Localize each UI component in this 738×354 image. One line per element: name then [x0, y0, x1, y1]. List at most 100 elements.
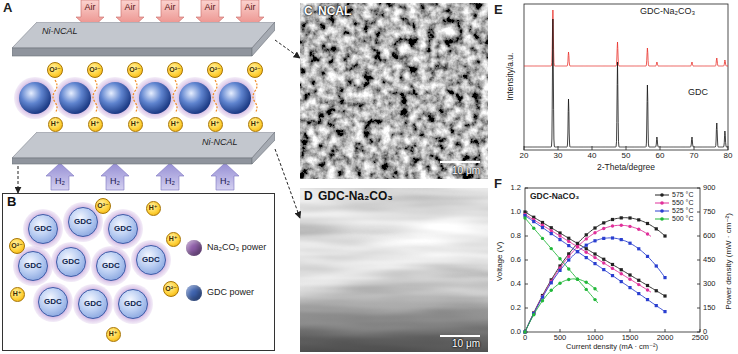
- curve-marker: [532, 220, 535, 223]
- curve-marker: [550, 232, 553, 235]
- axis-tick: [558, 146, 559, 150]
- curve-marker: [637, 218, 640, 221]
- curve-marker: [558, 257, 561, 260]
- axis-tick: [697, 332, 700, 333]
- axis-tick: [525, 188, 528, 189]
- curve-marker: [646, 255, 649, 258]
- tick-label: 30: [554, 152, 563, 161]
- curve-marker: [585, 244, 588, 247]
- node-label: GDC: [124, 300, 142, 309]
- curve-marker: [663, 294, 666, 297]
- ion-dot: O²⁻: [95, 198, 111, 214]
- axis-title: Voltage (V): [497, 241, 506, 281]
- gas-label: H₂: [220, 177, 230, 187]
- axis-tick: [697, 284, 700, 285]
- gas-label: Air: [245, 3, 256, 13]
- tick-label: 750: [703, 208, 716, 216]
- axis-ticks: [525, 188, 700, 332]
- node-label: H⁺: [169, 235, 178, 243]
- curve-marker: [611, 274, 614, 277]
- curve-marker: [663, 276, 666, 279]
- curve-marker: [602, 237, 605, 240]
- gdc-particle: GDC: [56, 247, 86, 277]
- curve-marker: [593, 231, 596, 234]
- ion-dot: O²⁻: [167, 62, 183, 78]
- curve-marker: [611, 236, 614, 239]
- tick-label: 2000: [657, 334, 674, 342]
- sem-panel: CNCAL10 μm: [300, 3, 488, 179]
- axis-tick: [595, 329, 596, 332]
- gas-label: H₂: [55, 177, 65, 187]
- curve-marker: [567, 244, 570, 247]
- curve-marker: [620, 224, 623, 227]
- axis-title: Intensity/a.u.: [506, 53, 515, 101]
- gas-label: H₂: [165, 177, 175, 187]
- electrode-layer: Ni-NCAL: [12, 132, 275, 166]
- curve-marker: [620, 268, 623, 271]
- voltage-curve: [525, 212, 665, 296]
- layer-top: [12, 22, 275, 48]
- curve-marker: [620, 238, 623, 241]
- ion-dot: H⁺: [168, 117, 183, 132]
- curve-marker: [558, 234, 561, 237]
- node-label: GDC-Na₂CO₃: [318, 190, 393, 203]
- axis-tick: [697, 308, 700, 309]
- curve-marker: [550, 229, 553, 232]
- curve-marker: [576, 250, 579, 253]
- node-label: 10 μm: [452, 165, 480, 176]
- node-label: GDC: [44, 298, 62, 307]
- dashed-connector: [275, 149, 300, 218]
- curve-marker: [541, 237, 544, 240]
- node-label: GDC: [24, 262, 42, 271]
- axis-tick: [665, 329, 666, 332]
- legend-swatch: [186, 285, 202, 301]
- legend-label: 550 °C: [672, 199, 693, 207]
- curve-marker: [532, 313, 535, 316]
- node-label: Ni-NCAL: [202, 138, 238, 148]
- power-curve: [525, 279, 598, 332]
- curve-marker: [585, 237, 588, 240]
- tick-label: 300: [703, 280, 716, 288]
- gdc-particle: GDC: [38, 287, 68, 317]
- node-label: O²⁻: [129, 66, 140, 74]
- node-label: GDC: [102, 262, 120, 271]
- curve-marker: [620, 272, 623, 275]
- curve-marker: [541, 296, 544, 299]
- axis-tick: [700, 329, 701, 332]
- node-label: O²⁻: [165, 285, 176, 293]
- legend-samples: [655, 193, 669, 221]
- legend-label: Na₂CO₃ power: [207, 243, 266, 253]
- curve-marker: [620, 280, 623, 283]
- legend-sample: [660, 201, 664, 205]
- ion-dot: O²⁻: [247, 62, 263, 78]
- curve-marker: [567, 255, 570, 258]
- axis-tick: [524, 146, 525, 150]
- sem-panel: DGDC-Na₂CO₃10 μm: [300, 188, 488, 352]
- iv-curves: [523, 210, 666, 333]
- curve-marker: [620, 216, 623, 219]
- axis-tick: [592, 146, 593, 150]
- dashed-connector: [18, 166, 19, 193]
- tick-label: 600: [703, 232, 716, 240]
- sem-image: [300, 188, 488, 352]
- curve-marker: [628, 286, 631, 289]
- axis-tick: [697, 188, 700, 189]
- tick-label: 50: [622, 152, 631, 161]
- axis-tick: [626, 146, 627, 150]
- tick-label: 0.0: [511, 328, 521, 336]
- gas-label: Air: [165, 3, 176, 13]
- node-label: H⁺: [251, 120, 260, 128]
- legend-swatch: [186, 240, 202, 256]
- voltage-curve: [525, 218, 598, 303]
- tick-label: 1500: [622, 334, 639, 342]
- curve-marker: [611, 218, 614, 221]
- gdc-particle: GDC: [96, 251, 126, 281]
- gdc-particle: GDC: [18, 251, 48, 281]
- h2-arrows: [46, 163, 239, 190]
- curve-marker: [576, 242, 579, 245]
- plot-frame: [525, 188, 700, 332]
- ion-dot: H⁺: [48, 117, 63, 132]
- tick-label: 450: [703, 256, 716, 264]
- node-label: GDC: [34, 225, 52, 234]
- tick-label: 0: [523, 334, 527, 342]
